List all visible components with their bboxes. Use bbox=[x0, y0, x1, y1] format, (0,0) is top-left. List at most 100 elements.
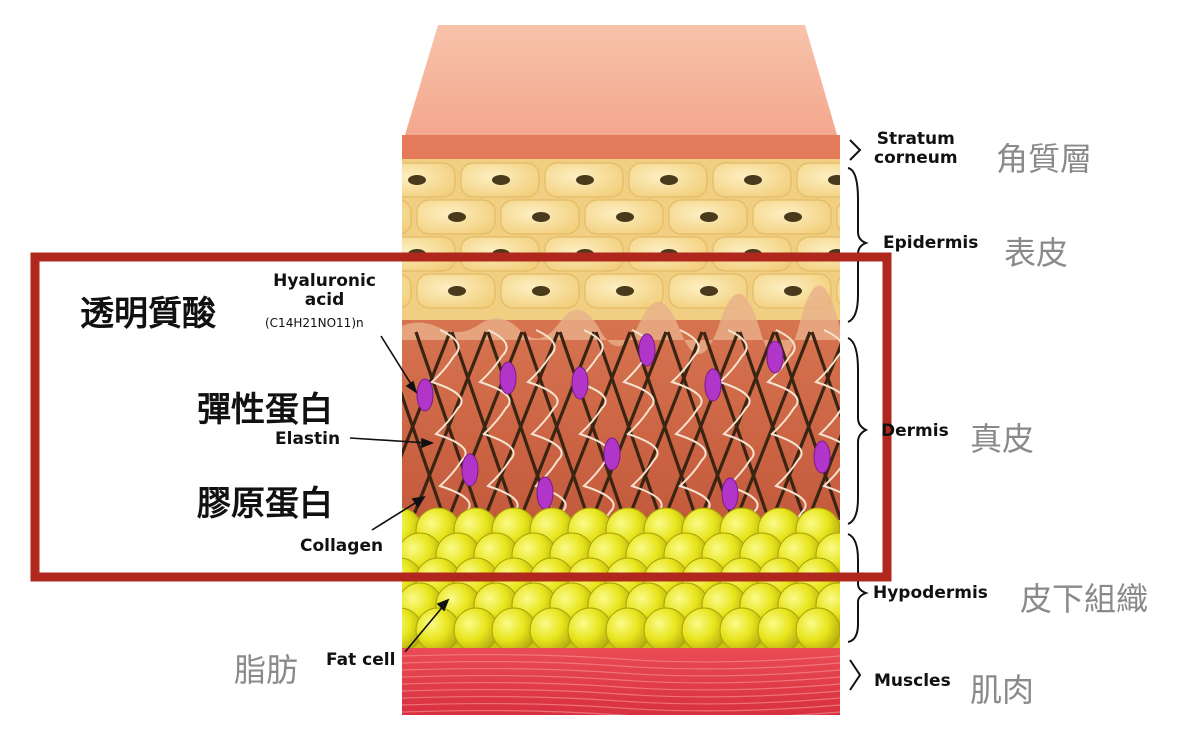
collagen-fiber bbox=[810, 331, 840, 419]
epidermis-cell bbox=[402, 273, 412, 309]
hyaluronic-cell bbox=[766, 340, 784, 374]
hyaluronic-cell bbox=[499, 361, 517, 395]
cell-nucleus bbox=[448, 286, 466, 296]
label-hyaluronic-line1: Hyaluronic bbox=[273, 271, 376, 291]
label-hyaluronic-line2: acid bbox=[304, 290, 345, 310]
brace-dermis bbox=[847, 337, 869, 525]
label-dermis-en: Dermis bbox=[881, 421, 949, 441]
hyaluronic-cell bbox=[638, 333, 656, 367]
label-hyaluronic-en: Hyaluronic acid bbox=[262, 272, 387, 310]
cell-nucleus bbox=[408, 175, 426, 185]
collagen-fiber bbox=[774, 331, 840, 523]
collagen-fiber bbox=[402, 331, 452, 459]
cell-nucleus bbox=[532, 286, 550, 296]
cell-nucleus bbox=[616, 286, 634, 296]
fat-cell bbox=[491, 607, 537, 653]
arrow-elastin bbox=[349, 437, 429, 444]
label-muscles-en: Muscles bbox=[874, 671, 951, 691]
hyaluronic-cell bbox=[721, 477, 739, 511]
elastin-fiber bbox=[766, 329, 807, 539]
hyaluronic-cell bbox=[416, 378, 434, 412]
cell-nucleus bbox=[492, 175, 510, 185]
collagen-fibers bbox=[402, 331, 840, 536]
collagen-fiber bbox=[764, 342, 840, 536]
label-collagen-en: Collagen bbox=[300, 536, 384, 556]
cell-nucleus bbox=[784, 286, 802, 296]
elastin-fibers bbox=[430, 329, 840, 539]
fat-cell bbox=[643, 607, 689, 653]
muscle-fiber bbox=[402, 681, 840, 691]
label-epidermis-en: Epidermis bbox=[883, 233, 979, 253]
label-elastin-en: Elastin bbox=[275, 429, 341, 449]
epidermis-cell bbox=[402, 162, 456, 198]
muscle-fiber bbox=[402, 667, 840, 677]
label-fat-en: Fat cell bbox=[326, 650, 396, 670]
collagen-fiber bbox=[630, 331, 704, 536]
label-hypodermis-en: Hypodermis bbox=[873, 583, 988, 603]
elastin-fiber bbox=[814, 329, 840, 539]
layer-braces bbox=[847, 139, 869, 691]
label-stratum-line1: Stratum bbox=[876, 129, 955, 149]
brace-stratum bbox=[849, 139, 862, 161]
hyaluronic-cell bbox=[603, 437, 621, 471]
cell-nucleus bbox=[616, 212, 634, 222]
fat-cell bbox=[681, 607, 727, 653]
epidermis-cells bbox=[293, 162, 886, 309]
elastin-fiber bbox=[574, 329, 615, 539]
pointer-arrows bbox=[349, 335, 450, 653]
hyaluronic-cell bbox=[813, 440, 831, 474]
collagen-fiber bbox=[402, 390, 452, 536]
fat-cell bbox=[567, 607, 613, 653]
fat-cells bbox=[402, 507, 840, 653]
collagen-fiber bbox=[702, 331, 776, 536]
elastin-fiber bbox=[670, 329, 711, 539]
collagen-fiber bbox=[512, 331, 596, 536]
label-dermis-zh: 真皮 bbox=[970, 420, 1035, 458]
skin-top-surface bbox=[402, 25, 840, 145]
collagen-fiber bbox=[558, 331, 632, 536]
collagen-fiber bbox=[476, 331, 560, 536]
label-hyaluronic-zh: 透明質酸 bbox=[80, 294, 216, 334]
fat-cell bbox=[795, 607, 840, 653]
cell-nucleus bbox=[576, 175, 594, 185]
highlight-box bbox=[30, 252, 892, 582]
label-epidermis-zh: 表皮 bbox=[1004, 234, 1069, 272]
cell-nucleus bbox=[660, 175, 678, 185]
label-stratum-corneum-en: Stratum corneum bbox=[874, 130, 958, 168]
muscle-fiber bbox=[402, 688, 840, 698]
fat-cell bbox=[605, 607, 651, 653]
cell-nucleus bbox=[700, 286, 718, 296]
fat-cell bbox=[402, 607, 423, 653]
epidermis-cell bbox=[293, 163, 371, 197]
cell-nucleus bbox=[828, 175, 840, 185]
arrow-fat-cell bbox=[404, 603, 446, 653]
epidermis-cell bbox=[836, 277, 840, 305]
hyaluronic-cell bbox=[571, 366, 589, 400]
collagen-fiber bbox=[450, 331, 524, 536]
label-muscles-zh: 肌肉 bbox=[970, 671, 1035, 709]
collagen-fiber bbox=[594, 331, 668, 536]
elastin-fiber bbox=[718, 329, 759, 539]
stratum-corneum-band bbox=[402, 135, 840, 159]
elastin-fiber bbox=[622, 329, 663, 539]
brace-muscles bbox=[849, 659, 862, 691]
collagen-fiber bbox=[522, 331, 596, 536]
muscle-fiber bbox=[402, 695, 840, 705]
fat-cell bbox=[757, 607, 803, 653]
cell-nucleus bbox=[700, 212, 718, 222]
elastin-fiber bbox=[430, 329, 471, 539]
hyaluronic-cell bbox=[536, 476, 554, 510]
cell-nucleus bbox=[532, 212, 550, 222]
muscle-fiber bbox=[402, 674, 840, 684]
cell-nucleus bbox=[868, 212, 886, 222]
brace-epidermis bbox=[847, 167, 869, 323]
cell-nucleus bbox=[324, 175, 342, 185]
muscle-fiber bbox=[402, 702, 840, 712]
dermis-top-edge bbox=[402, 285, 840, 363]
collagen-fiber bbox=[414, 331, 488, 536]
cell-nucleus bbox=[784, 212, 802, 222]
fat-cell bbox=[719, 607, 765, 653]
muscle-fiber bbox=[402, 653, 840, 663]
